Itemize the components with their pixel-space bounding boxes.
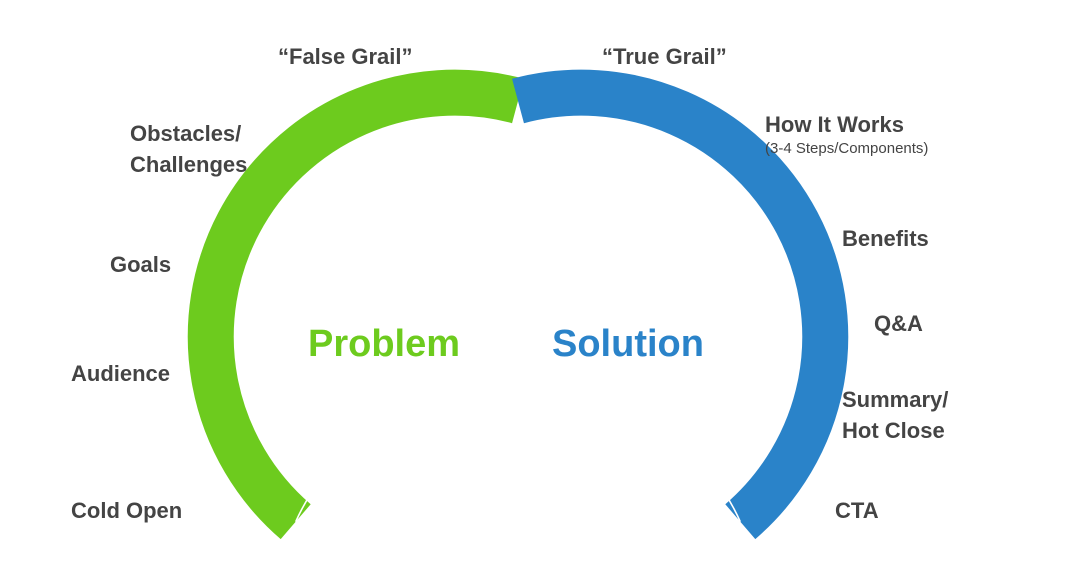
step-obstacles-line2: Challenges [130, 152, 248, 177]
step-goals: Goals [110, 252, 172, 277]
step-audience: Audience [71, 361, 171, 386]
step-cta: CTA [835, 498, 879, 523]
step-obstacles-line1: Obstacles/ [130, 121, 242, 146]
step-summary-line1: Summary/ [842, 387, 949, 412]
problem-arc [187, 69, 524, 540]
step-qa: Q&A [874, 311, 923, 336]
true-grail-label: “True Grail” [602, 44, 727, 69]
step-obstacles-challenges: Obstacles/ Challenges [130, 118, 247, 180]
step-cold-open: Cold Open [71, 498, 183, 523]
step-how-it-works-subtitle: (3-4 Steps/Components) [765, 140, 929, 157]
step-benefits: Benefits [842, 226, 929, 251]
step-how-it-works: How It Works (3-4 Steps/Components) [765, 109, 928, 158]
problem-title: Problem [308, 323, 461, 365]
solution-arc [512, 69, 849, 540]
step-summary-hot-close: Summary/ Hot Close [842, 384, 948, 446]
step-summary-line2: Hot Close [842, 418, 945, 443]
step-how-it-works-title: How It Works [765, 112, 904, 137]
false-grail-label: “False Grail” [278, 44, 413, 69]
solution-title: Solution [552, 323, 704, 365]
arc-inner-line [294, 377, 742, 523]
